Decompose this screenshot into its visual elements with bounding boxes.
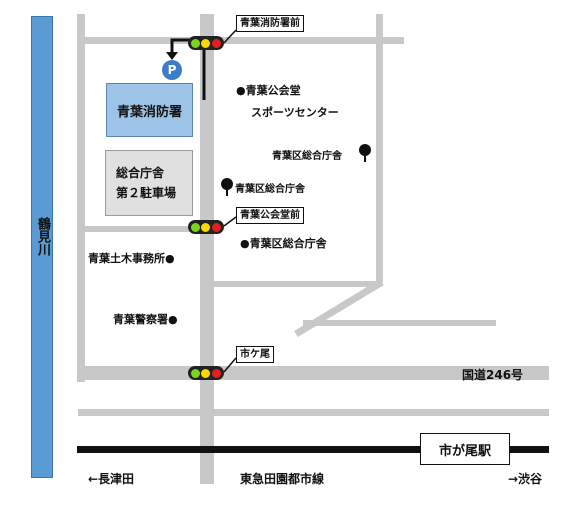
public-hall-label: ●青葉公会堂 [236,84,301,97]
road-top-horizontal [78,37,404,44]
river-tsurumi: 鶴見川 [31,16,53,478]
ward-office-label: ●青葉区総合庁舎 [240,237,327,250]
intersection-label-fire-station-mae: 青葉消防署前 [236,15,304,32]
road-mid-horizontal [78,226,202,232]
intersection-label-public-hall-mae: 青葉公会堂前 [236,207,304,224]
sports-center-label: スポーツセンター [251,106,339,119]
traffic-signal-icon-fire-station-mae [188,36,224,50]
parking-lot-building[interactable]: 総合庁舎 第２駐車場 [105,150,193,216]
road-lower-horizontal [78,409,549,416]
road-right-horizontal-lower [303,320,496,326]
traffic-signal-icon-public-hall-mae [188,220,224,234]
tree-icon-right [359,144,371,162]
intersection-label-ichigao: 市ケ尾 [236,346,274,363]
road-left-vertical [77,14,85,382]
police-station-label: 青葉警察署● [113,313,178,326]
railway-line [77,446,549,453]
road-right-vertical [376,14,383,282]
parking-lot-label-line2: 第２駐車場 [116,186,177,200]
direction-nagatsuta: ←長津田 [88,472,135,486]
parking-icon[interactable]: P [162,60,182,80]
fire-station-building[interactable]: 青葉消防署 [106,83,193,137]
route-246-label: 国道246号 [462,368,524,382]
river-label: 鶴見川 [35,217,50,256]
parking-lot-label-line1: 総合庁舎 [116,166,165,180]
civil-engineering-office-label: 青葉土木事務所● [88,252,175,265]
tree-icon-left [221,178,233,196]
railway-line-name: 東急田園都市線 [240,472,325,486]
traffic-signal-icon-ichigao [188,366,224,380]
ichigao-station[interactable]: 市が尾駅 [420,433,510,465]
ward-office-label-right: 青葉区総合庁舎 [272,151,342,162]
direction-shibuya: →渋谷 [508,472,543,486]
ward-office-label-left: 青葉区総合庁舎 [235,184,305,195]
